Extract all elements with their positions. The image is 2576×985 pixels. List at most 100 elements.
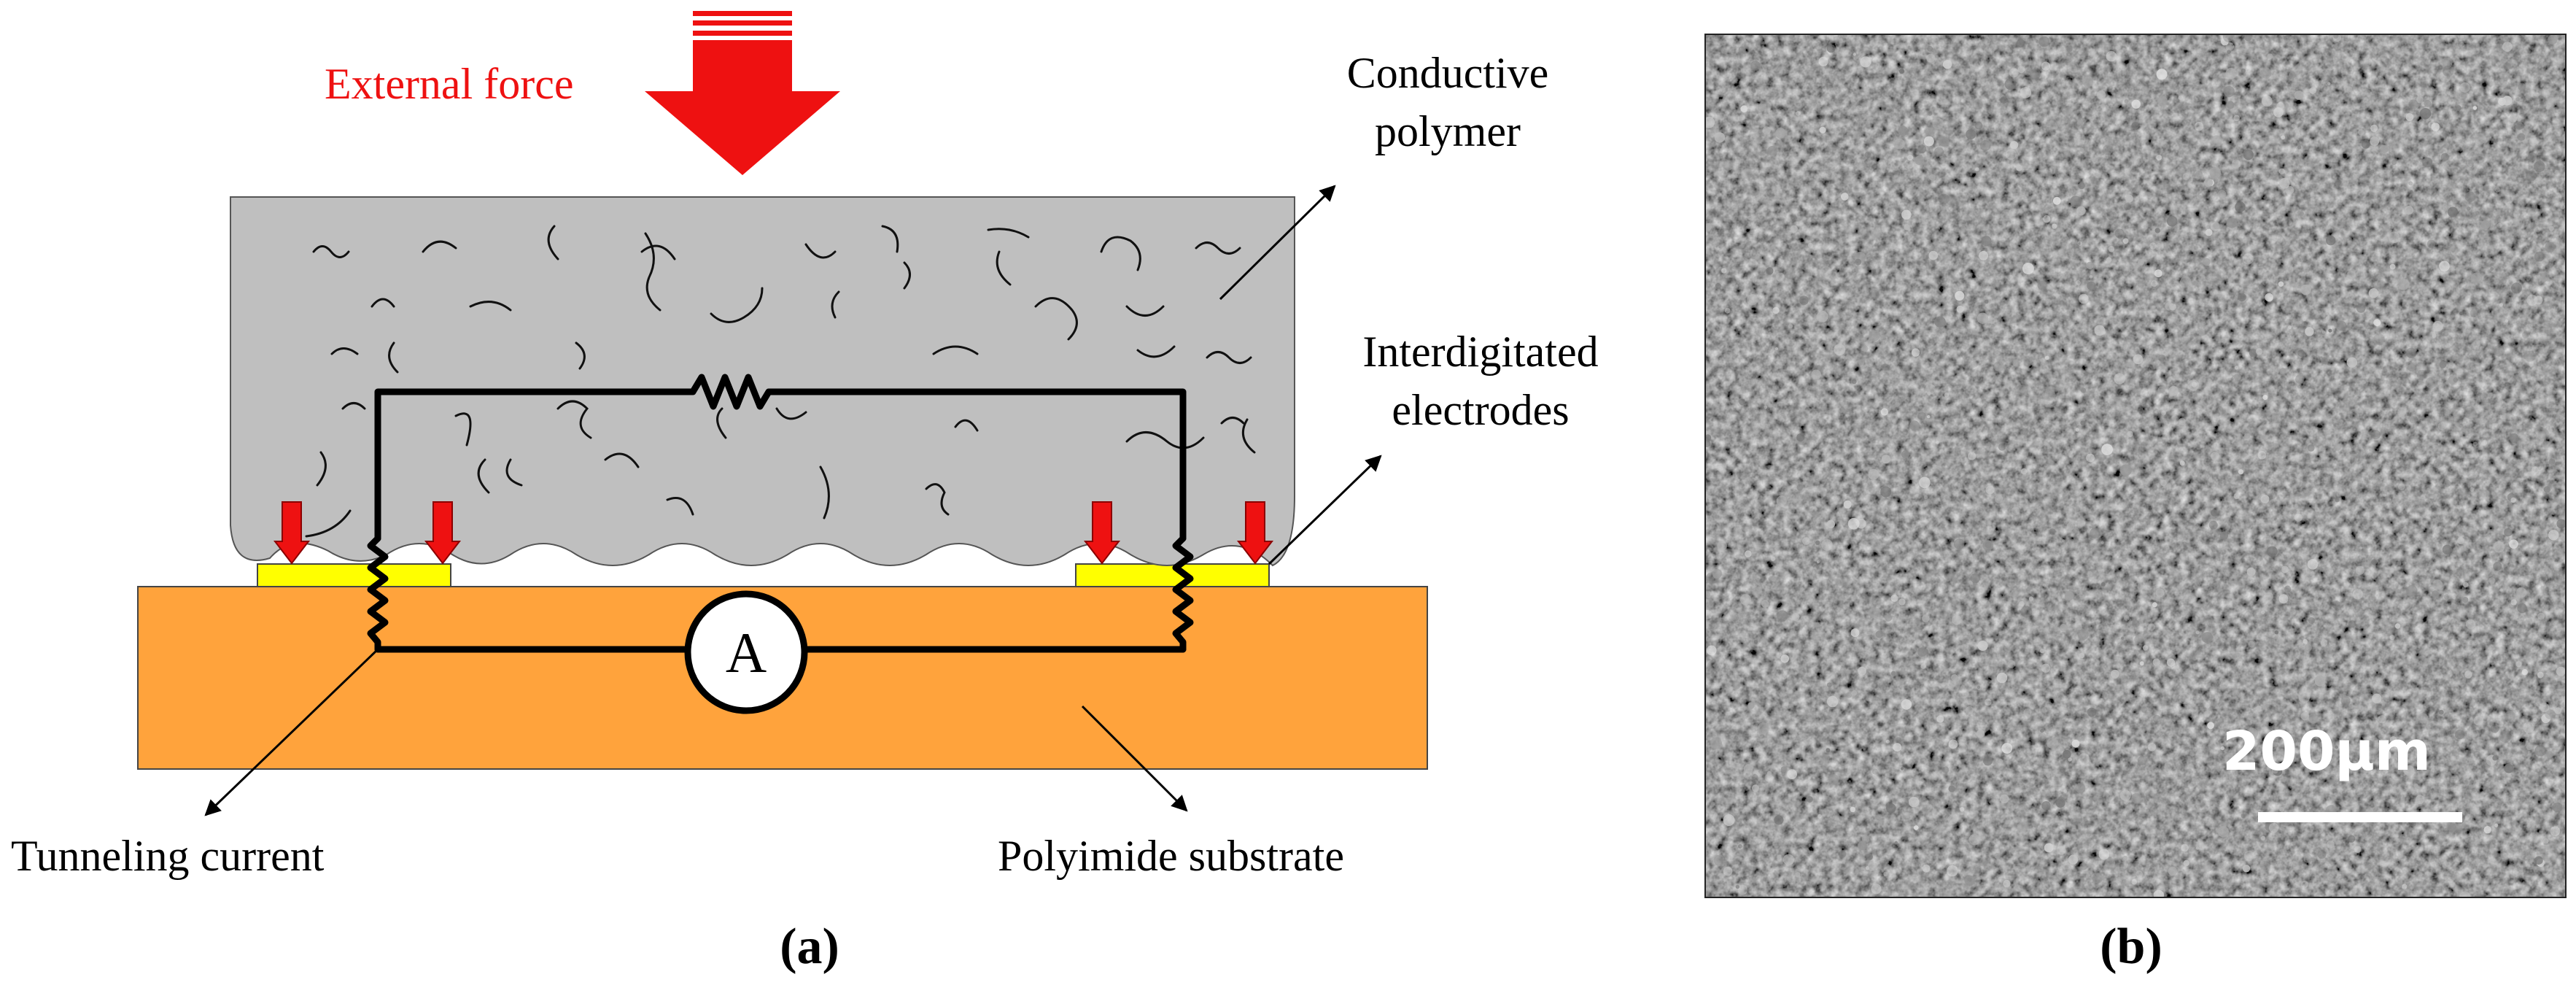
sem-grain — [2267, 53, 2273, 59]
sem-grain — [1901, 699, 1912, 710]
sem-grain — [2548, 458, 2556, 465]
sem-grain — [1885, 739, 1890, 743]
sem-grain — [1739, 398, 1746, 406]
sem-grain — [2432, 636, 2436, 641]
sem-grain — [2448, 823, 2457, 833]
sem-grain — [1958, 743, 1967, 753]
sem-grain — [1817, 814, 1822, 819]
sem-grain — [2365, 740, 2373, 748]
sem-grain — [1904, 725, 1911, 733]
sem-grain — [2405, 113, 2414, 121]
sem-grain — [2408, 363, 2416, 372]
sem-grain — [1826, 519, 1836, 529]
sem-grain — [1739, 594, 1752, 606]
sem-grain — [2448, 376, 2457, 385]
sem-grain — [2000, 794, 2009, 804]
sem-grain — [1853, 131, 1862, 139]
sem-grain — [2122, 855, 2128, 861]
sem-grain — [2047, 385, 2060, 397]
sem-grain — [2468, 161, 2474, 167]
sem-grain — [1761, 600, 1769, 608]
sem-grain — [1982, 284, 1987, 289]
sem-grain — [2550, 826, 2561, 836]
sem-grain — [2534, 251, 2545, 262]
sem-grain — [2288, 325, 2292, 330]
sem-grain — [2211, 452, 2219, 460]
sem-grain — [1838, 850, 1847, 858]
sem-grain — [1976, 312, 1989, 324]
sem-grain — [2499, 730, 2511, 743]
sem-grain — [1984, 299, 1989, 304]
sem-grain — [2092, 265, 2095, 269]
sem-grain — [2291, 123, 2296, 128]
sem-grain — [2556, 666, 2566, 676]
sem-grain — [2285, 185, 2294, 195]
sem-grain — [2020, 87, 2032, 98]
sem-grain — [2443, 594, 2450, 600]
sem-grain — [1918, 347, 1924, 352]
sem-grain — [1855, 105, 1863, 112]
sem-grain — [2314, 507, 2319, 512]
sem-grain — [2375, 532, 2379, 536]
sem-grain — [2316, 54, 2321, 59]
sem-grain — [2234, 366, 2239, 370]
sem-grain — [2052, 196, 2061, 205]
sem-grain — [1948, 785, 1955, 792]
sem-grain — [2176, 576, 2182, 583]
sem-grain — [2010, 590, 2018, 598]
sem-grain — [2041, 663, 2051, 673]
interdigitated-electrodes-label-line2: electrodes — [1392, 386, 1569, 434]
sem-grain — [2244, 433, 2251, 439]
electrode-right — [1075, 563, 1270, 587]
sem-grain — [1756, 838, 1761, 844]
sem-grain — [2356, 303, 2366, 313]
sem-grain — [1710, 737, 1722, 749]
sem-grain — [2428, 669, 2432, 673]
sem-grain — [1717, 541, 1727, 551]
sem-grain — [2124, 98, 2129, 104]
sem-grain — [1979, 858, 1987, 867]
sem-grain — [2231, 159, 2241, 169]
sem-grain — [2374, 308, 2381, 314]
sem-grain — [1776, 495, 1787, 506]
sem-grain — [2462, 582, 2469, 588]
sem-grain — [1841, 193, 1849, 201]
sem-grain — [2545, 580, 2553, 588]
sem-grain — [2189, 751, 2195, 757]
sem-grain — [1865, 358, 1874, 367]
sem-grain — [2432, 320, 2443, 332]
sem-grain — [1966, 625, 1970, 630]
sem-grain — [2198, 195, 2202, 198]
sem-grain — [2089, 274, 2093, 279]
sem-grain — [2211, 773, 2217, 779]
sem-grain — [1750, 61, 1761, 71]
sem-grain — [2358, 128, 2364, 136]
sem-grain — [2537, 612, 2545, 620]
sem-grain — [1890, 671, 1896, 676]
sem-grain — [2378, 715, 2386, 724]
sem-grain — [2121, 636, 2125, 640]
sem-grain — [2081, 737, 2086, 742]
sem-grain — [2201, 632, 2213, 644]
sem-grain — [2279, 178, 2290, 189]
sem-grain — [2302, 317, 2307, 322]
sem-grain — [2086, 261, 2094, 269]
sem-grain — [1992, 760, 1997, 765]
sem-grain — [1731, 493, 1735, 498]
sem-grain — [2296, 775, 2303, 782]
sem-grain — [2080, 420, 2086, 426]
sem-grain — [2205, 704, 2210, 708]
sem-grain — [2546, 751, 2553, 759]
sem-grain — [1923, 136, 1934, 147]
sem-grain — [2396, 196, 2400, 200]
sem-grain — [1724, 161, 1734, 171]
sem-grain — [2152, 602, 2157, 608]
sem-grain — [2017, 261, 2024, 269]
sem-grain — [2076, 519, 2084, 528]
sem-grain — [2552, 802, 2563, 813]
sem-grain — [2203, 862, 2213, 872]
sem-grain — [1742, 706, 1747, 711]
sem-grain — [2526, 294, 2538, 306]
conductive-polymer-body — [230, 196, 1295, 567]
sem-grain — [2314, 676, 2326, 687]
